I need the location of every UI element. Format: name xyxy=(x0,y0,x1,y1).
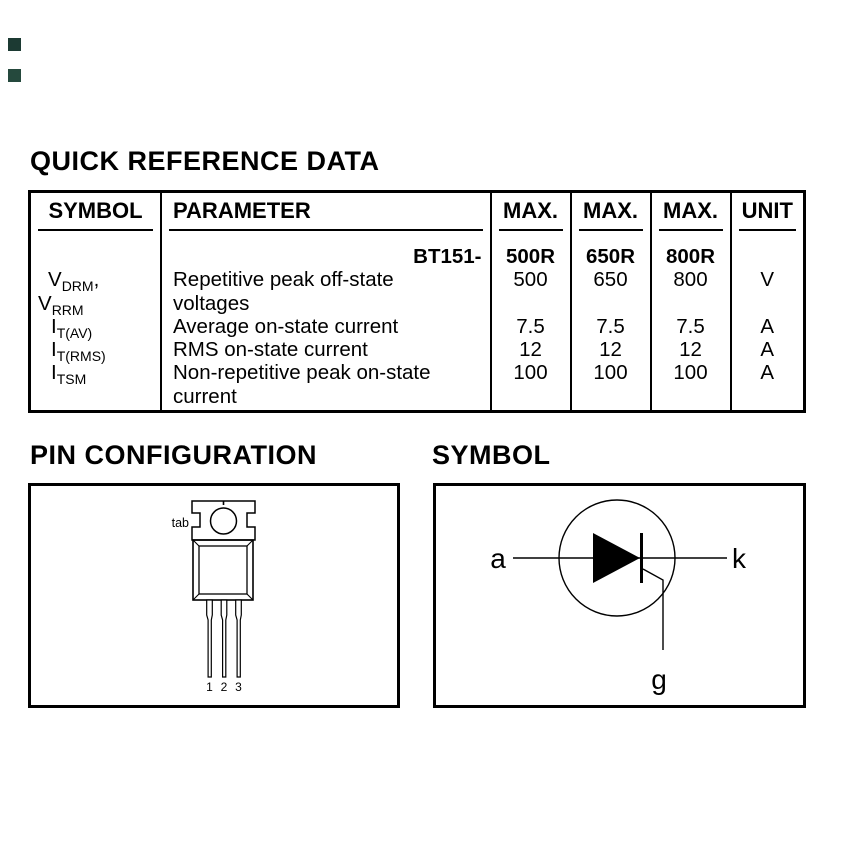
column-header-max: MAX. xyxy=(572,193,650,231)
variant-label: 500R xyxy=(505,245,555,268)
corner-marker-square-2 xyxy=(8,69,21,82)
unit-cell: V xyxy=(760,268,775,292)
table-column-parameter: PARAMETER BT151- Repetitive peak off-sta… xyxy=(160,193,490,410)
package-body-outline xyxy=(192,539,254,601)
symbol-vrrm: VRRM xyxy=(38,291,84,318)
pin-configuration-title: PIN CONFIGURATION xyxy=(30,440,317,470)
unit-cell: A xyxy=(760,314,775,338)
mounting-hole-icon xyxy=(209,507,238,535)
series-prefix-label: BT151- xyxy=(413,245,482,268)
parameter-line: Average on-state current xyxy=(173,314,399,338)
column-header-max: MAX. xyxy=(652,193,730,231)
value-cell xyxy=(652,292,730,315)
variant-label: 800R xyxy=(665,245,715,268)
gate-label: g xyxy=(651,664,667,695)
lead-1 xyxy=(206,599,213,678)
thyristor-symbol-drawing: a k g xyxy=(490,499,747,695)
variant-label: 650R xyxy=(585,245,635,268)
table-column-symbol: SYMBOL VDRM, VRRM IT(AV) IT(RMS) ITSM xyxy=(31,193,160,410)
tab-label: tab xyxy=(172,516,189,530)
anode-label: a xyxy=(490,543,506,574)
column-header-label: PARAMETER xyxy=(173,198,311,223)
symbol-itsm: ITSM xyxy=(51,361,87,388)
column-header-label: UNIT xyxy=(741,198,793,223)
value-cell: 800 xyxy=(673,268,708,292)
corner-marker-square-1 xyxy=(8,38,21,51)
column-header-unit: UNIT xyxy=(732,193,804,231)
parameter-line: Repetitive peak off-state xyxy=(173,268,394,292)
value-cell: 100 xyxy=(593,361,628,385)
lead-3 xyxy=(235,599,242,678)
value-cell xyxy=(492,292,570,315)
column-header-symbol: SYMBOL xyxy=(31,193,160,231)
value-cell: 12 xyxy=(599,338,622,362)
quick-reference-table: SYMBOL VDRM, VRRM IT(AV) IT(RMS) ITSM PA… xyxy=(28,190,806,413)
value-cell: 650 xyxy=(593,268,628,292)
parameter-line: Non-repetitive peak on-state xyxy=(173,361,431,385)
cathode-label: k xyxy=(732,543,747,574)
value-cell: 12 xyxy=(519,338,542,362)
value-cell xyxy=(572,292,650,315)
package-body-inner-face xyxy=(198,545,248,595)
value-cell: 100 xyxy=(673,361,708,385)
tab-outline xyxy=(191,500,256,541)
lead-2 xyxy=(220,599,228,678)
value-cell: 100 xyxy=(513,361,548,385)
to220-package-drawing: tab 1 2 3 xyxy=(172,500,256,694)
table-column-unit: UNIT V A A A xyxy=(729,193,804,410)
column-header-parameter: PARAMETER xyxy=(162,193,490,231)
symbol-section-title: SYMBOL xyxy=(432,440,551,470)
pin-3-label: 3 xyxy=(235,680,242,694)
gate-line xyxy=(642,568,664,650)
symbol-vdrm: VDRM, xyxy=(48,268,100,295)
pin-1-label: 1 xyxy=(206,680,213,694)
unit-cell: A xyxy=(760,338,775,362)
unit-cell: A xyxy=(760,361,775,385)
symbol-box: a k g xyxy=(433,483,806,708)
value-cell: 7.5 xyxy=(516,314,545,338)
unit-cell xyxy=(732,245,804,268)
table-column-max-800r: MAX. 800R 800 7.5 12 100 xyxy=(649,193,730,410)
unit-cell xyxy=(732,292,804,315)
pin-2-label: 2 xyxy=(221,680,228,694)
parameter-line: RMS on-state current xyxy=(173,338,368,362)
pin-configuration-box: tab 1 2 3 xyxy=(28,483,400,708)
quick-reference-title: QUICK REFERENCE DATA xyxy=(30,146,380,176)
parameter-line: voltages xyxy=(173,291,250,315)
parameter-line: current xyxy=(173,384,237,408)
column-header-label: MAX. xyxy=(503,198,558,223)
table-column-max-500r: MAX. 500R 500 7.5 12 100 xyxy=(489,193,570,410)
symbol-itrms: IT(RMS) xyxy=(51,338,106,365)
column-header-label: MAX. xyxy=(663,198,718,223)
symbol-itav: IT(AV) xyxy=(51,314,93,341)
package-leads xyxy=(206,599,242,678)
column-header-label: SYMBOL xyxy=(48,198,143,223)
column-header-label: MAX. xyxy=(583,198,638,223)
table-column-max-650r: MAX. 650R 650 7.5 12 100 xyxy=(569,193,650,410)
value-cell: 7.5 xyxy=(676,314,705,338)
empty-line xyxy=(31,245,160,268)
diode-triangle-icon xyxy=(593,533,640,583)
value-cell: 500 xyxy=(513,268,548,292)
value-cell: 7.5 xyxy=(596,314,625,338)
column-header-max: MAX. xyxy=(492,193,570,231)
body-bevel-lines xyxy=(192,539,254,601)
value-cell: 12 xyxy=(679,338,702,362)
